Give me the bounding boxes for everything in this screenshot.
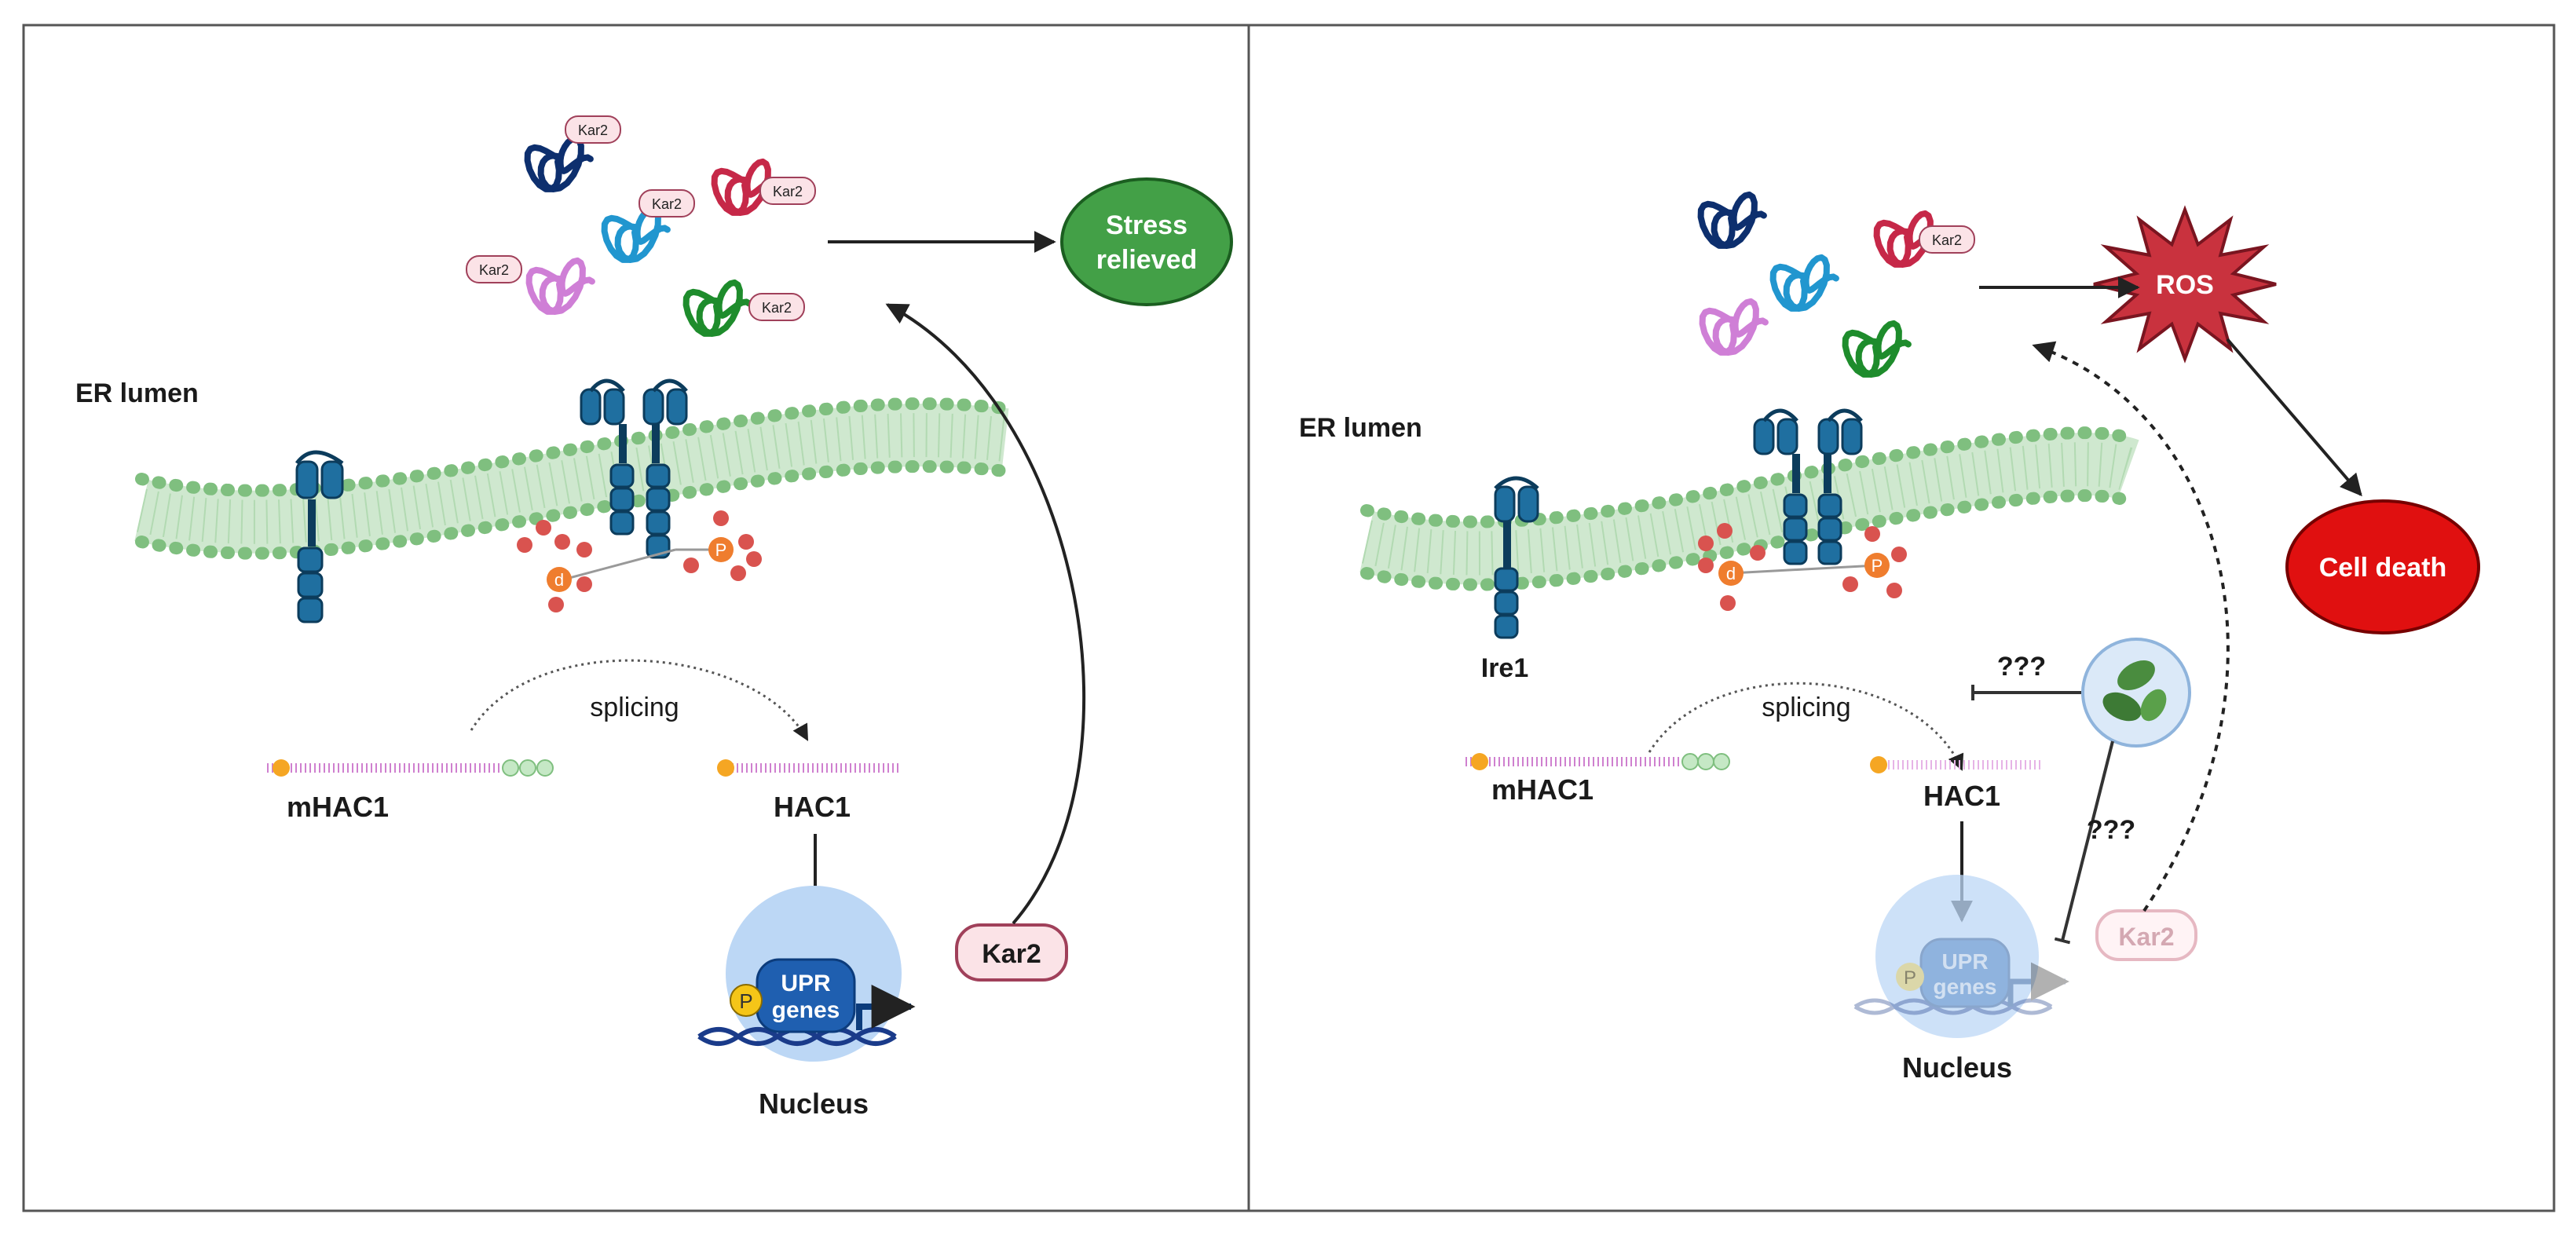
protein-navy-left — [524, 134, 594, 192]
mhac1-label-right: mHAC1 — [1491, 773, 1594, 806]
protein-green-right — [1842, 320, 1912, 378]
kar2-tag-5-label: Kar2 — [762, 300, 792, 316]
nucleus-label-left: Nucleus — [759, 1088, 869, 1120]
protein-cyan-right — [1769, 254, 1839, 312]
kar2-tag-1-label: Kar2 — [578, 122, 608, 138]
er-lumen-label-right: ER lumen — [1299, 413, 1422, 443]
ire1-dimer-left — [580, 378, 688, 559]
nucleus-right — [1875, 875, 2039, 1038]
inhibit-label-1: ??? — [1997, 652, 2046, 682]
upr-label-2-right: genes — [1934, 974, 1997, 999]
mhac1-strand-left — [267, 759, 554, 777]
er-lumen-label-left: ER lumen — [75, 378, 199, 408]
phospho-cluster-right: d P — [1698, 523, 1907, 611]
upr-label-1-left: UPR — [781, 971, 831, 996]
svg-text:P: P — [1872, 556, 1883, 576]
cell-death-label: Cell death — [2319, 553, 2446, 583]
arrow-kar2-to-proteins — [885, 303, 1085, 925]
figure-border — [22, 24, 2556, 1212]
kar2-tag-2-label: Kar2 — [652, 196, 682, 212]
mhac1-label-left: mHAC1 — [287, 791, 389, 823]
kar2-tag-3-label: Kar2 — [773, 184, 803, 199]
arrow-ros-to-death — [2226, 338, 2362, 497]
dna-left-strand-2 — [697, 1027, 897, 1046]
stress-relieved-oval — [1060, 177, 1233, 306]
upr-label-1-right: UPR — [1941, 949, 1988, 974]
upr-genes-box-right — [1919, 938, 2011, 1008]
mhac1-strand-right — [1465, 753, 1730, 770]
protein-pink-left — [711, 158, 781, 216]
ire1-monomer-left — [295, 450, 344, 623]
hac1-strand-left — [717, 759, 900, 777]
protein-navy-right — [1697, 191, 1767, 249]
ire1-monomer-right — [1494, 476, 1539, 639]
hac1-label-left: HAC1 — [774, 791, 851, 823]
er-membrane-right-render — [1359, 426, 2139, 591]
kar2-tag-right-box — [1919, 225, 1975, 254]
kar2-tag-3-box — [759, 177, 816, 205]
stress-relieved-label-1: Stress — [1106, 210, 1187, 240]
kar2-tag-4-label: Kar2 — [479, 262, 509, 278]
kar2-tag-5-box — [748, 293, 805, 321]
protein-cyan-left — [601, 205, 671, 263]
upr-label-2-left: genes — [772, 997, 840, 1023]
plant-leaf-icon — [2102, 660, 2167, 722]
phospho-badge-left — [730, 984, 763, 1017]
upr-faded-group — [1853, 938, 2069, 1015]
phospho-cluster-left: d P — [517, 510, 762, 612]
plant-extract-circle — [2081, 638, 2191, 748]
kar2-box-right — [2095, 909, 2197, 961]
kar2-label-left: Kar2 — [982, 939, 1041, 969]
svg-text:d: d — [554, 570, 564, 590]
stress-relieved-label-2: relieved — [1096, 245, 1198, 275]
kar2-label-right: Kar2 — [2118, 923, 2174, 951]
phospho-label-left: P — [739, 989, 752, 1013]
protein-pink-right — [1873, 210, 1943, 268]
misfolded-proteins-right: Kar2 — [1697, 191, 1975, 378]
left-panel: ER lumen — [75, 115, 1233, 1120]
kar2-tag-2-box — [639, 189, 695, 218]
ros-burst — [2093, 205, 2277, 364]
kar2-box-left — [955, 923, 1068, 982]
protein-violet-right — [1699, 298, 1769, 356]
inhibit-label-2: ??? — [2087, 815, 2135, 845]
phospho-label-right: P — [1904, 967, 1916, 989]
svg-text:d: d — [1726, 564, 1736, 583]
ire1-label-right: Ire1 — [1481, 653, 1529, 683]
hac1-label-right: HAC1 — [1923, 780, 2000, 812]
ros-label: ROS — [2156, 270, 2214, 300]
kar2-tag-4-box — [466, 255, 522, 283]
splicing-label-right: splicing — [1762, 693, 1850, 722]
kar2-tag-1-box — [565, 115, 621, 144]
cell-death-oval — [2285, 499, 2480, 634]
inhibit-upr — [2054, 740, 2114, 945]
right-panel: ER lumen Ire1 — [1299, 191, 2480, 1084]
transcription-arrow-left — [856, 985, 916, 1030]
nucleus-label-right: Nucleus — [1902, 1051, 2012, 1084]
svg-text:P: P — [715, 540, 727, 560]
protein-green-left — [682, 279, 752, 337]
ire1-dimer-right — [1753, 408, 1863, 565]
splicing-label-left: splicing — [590, 693, 679, 722]
er-membrane-left-render — [134, 397, 1012, 560]
kar2-tag-right-label: Kar2 — [1932, 232, 1962, 248]
dashed-arrow-kar2 — [2032, 341, 2230, 912]
hac1-strand-right — [1870, 756, 2042, 773]
protein-violet-left — [525, 257, 595, 315]
